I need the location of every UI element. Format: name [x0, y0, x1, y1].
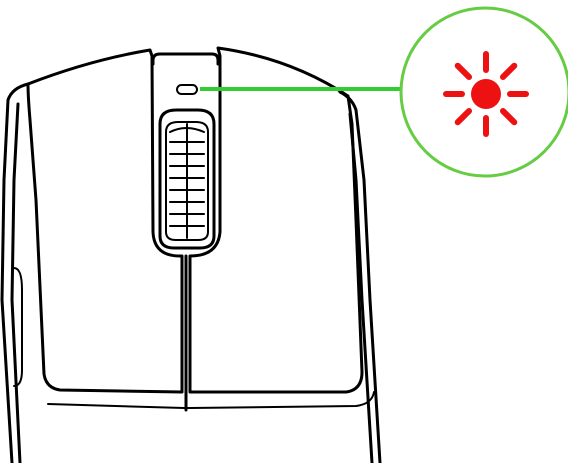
- led-light-ray: [499, 107, 518, 126]
- led-light-ray: [499, 62, 518, 81]
- button-bottom-edge: [47, 391, 375, 409]
- right-click-button: [188, 46, 364, 394]
- mouse-left-side: [0, 82, 30, 463]
- scroll-wheel-outer: [165, 121, 209, 241]
- led-light-core: [471, 79, 501, 109]
- scroll-wheel-housing: [158, 108, 216, 250]
- center-top-channel: [151, 52, 220, 66]
- led-light-ray: [454, 107, 473, 126]
- led-light-icon: [443, 51, 529, 137]
- mouse-left-side-inner: [10, 102, 22, 463]
- side-button-forward: [13, 267, 23, 387]
- scroll-wheel: [165, 121, 209, 241]
- dpi-led-indicator: [176, 84, 198, 95]
- left-click-button: [26, 48, 184, 394]
- led-light-rays: [443, 51, 529, 137]
- led-light-ray: [454, 62, 473, 81]
